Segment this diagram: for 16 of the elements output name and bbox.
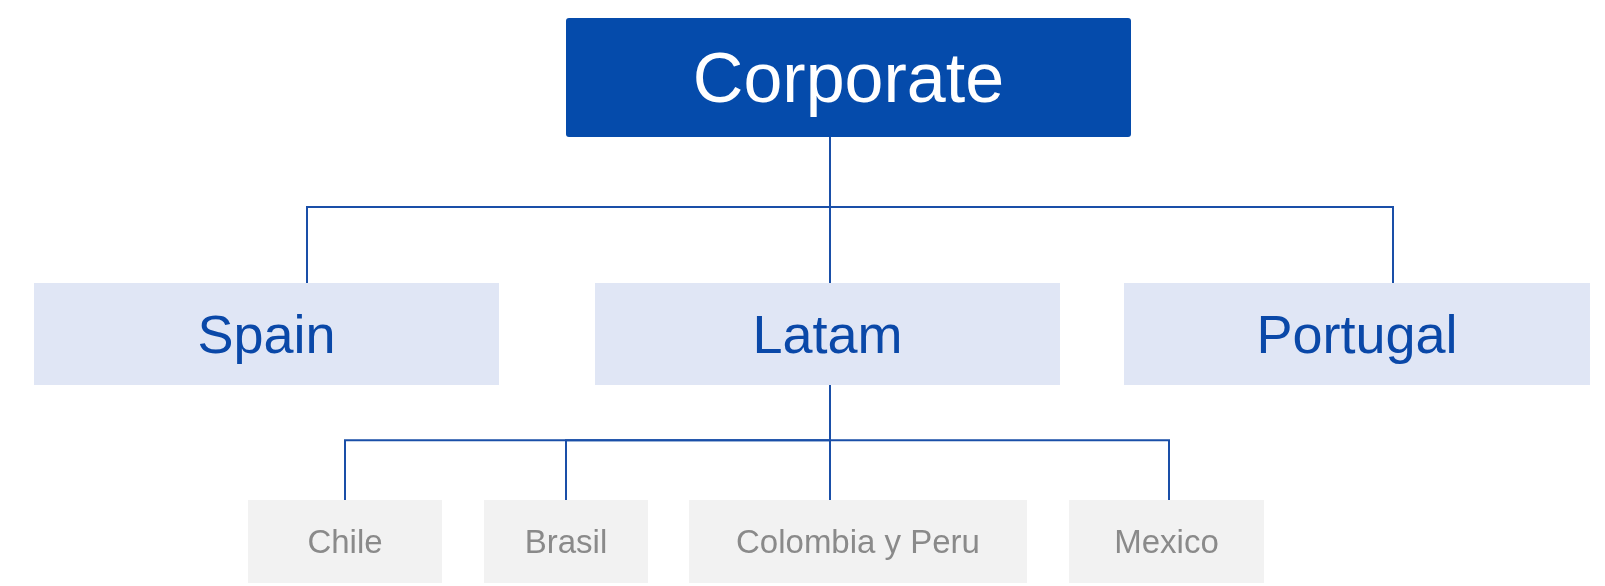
org-box <box>248 500 442 583</box>
box-label: Chile <box>307 522 383 561</box>
box-label: Latam <box>752 303 903 365</box>
box-label: Portugal <box>1256 303 1458 365</box>
org-box <box>1124 283 1590 385</box>
org-box <box>566 18 1131 137</box>
org-box <box>595 283 1060 385</box>
org-box <box>1069 500 1264 583</box>
org-box <box>484 500 648 583</box>
box-label: Spain <box>197 303 336 365</box>
org-box <box>689 500 1027 583</box>
box-label: Brasil <box>524 522 608 561</box>
box-label: Colombia y Peru <box>736 522 980 561</box>
box-label: Mexico <box>1114 522 1219 561</box>
org-box <box>34 283 499 385</box>
box-label: Corporate <box>692 37 1005 118</box>
